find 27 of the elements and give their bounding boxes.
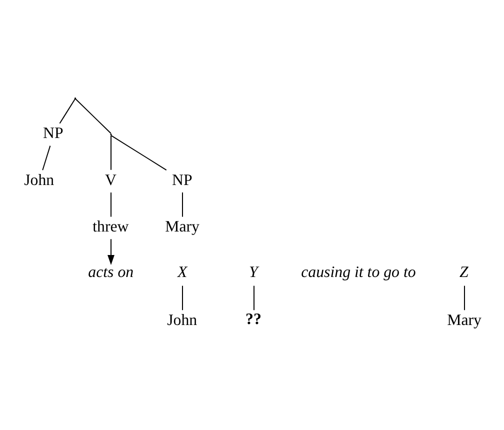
node-text: V xyxy=(105,172,117,189)
node-text: Y xyxy=(249,264,258,282)
node-text: Mary xyxy=(165,218,200,236)
connector xyxy=(253,285,254,311)
node-text: Mary xyxy=(447,312,482,329)
node-text: John xyxy=(24,172,54,189)
arrow xyxy=(108,238,114,265)
node-text: NP xyxy=(172,172,192,189)
node-text: acts on xyxy=(88,264,134,282)
node-text: threw xyxy=(92,218,129,236)
node-text: ?? xyxy=(246,310,262,328)
connector xyxy=(182,192,183,218)
node-text: John xyxy=(167,312,198,329)
connector xyxy=(74,98,112,134)
node-point xyxy=(74,97,76,100)
connector xyxy=(464,285,465,311)
node-point xyxy=(110,134,112,136)
connector xyxy=(110,192,112,218)
connector xyxy=(110,135,112,170)
connector xyxy=(182,285,183,311)
connector xyxy=(110,134,167,171)
node-text: X xyxy=(178,264,188,282)
node-text: Z xyxy=(460,264,468,282)
connector xyxy=(42,145,51,171)
node-text: NP xyxy=(42,125,64,142)
connector xyxy=(59,98,76,124)
node-text: causing it to go to xyxy=(301,264,416,282)
